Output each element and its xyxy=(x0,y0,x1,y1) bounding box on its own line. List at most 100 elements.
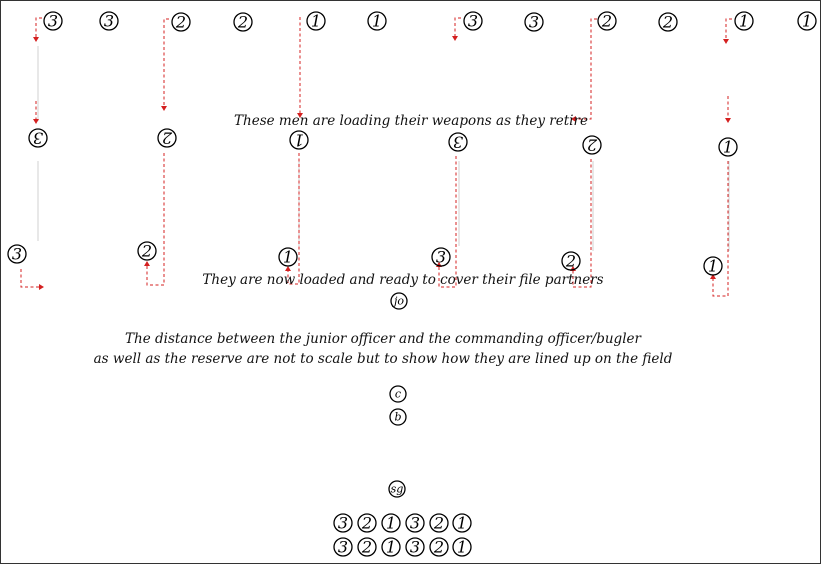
soldier-marker: 3 xyxy=(524,12,544,32)
soldier-number: 2 xyxy=(162,129,173,148)
soldier-number: 1 xyxy=(802,12,812,31)
arrowhead xyxy=(571,116,576,122)
soldier-number: 3 xyxy=(12,245,22,264)
retiring-men: 3 2 1 3 2 1 xyxy=(28,128,738,157)
movement-path xyxy=(572,159,592,288)
arrowhead xyxy=(297,113,303,118)
soldier-number: 3 xyxy=(104,12,114,31)
movement-path xyxy=(438,156,457,288)
guide-lines xyxy=(37,46,730,251)
soldier-number: 3 xyxy=(338,514,348,533)
arrowhead xyxy=(39,284,44,290)
soldier-number: 3 xyxy=(453,133,463,152)
sergeant-marker: sg xyxy=(388,480,406,498)
soldier-marker-retiring: 2 xyxy=(582,135,602,155)
soldier-marker: 1 xyxy=(306,11,326,31)
soldier-number: 1 xyxy=(283,248,293,267)
arrowhead xyxy=(285,266,291,271)
soldier-marker: 2 xyxy=(233,12,253,32)
junior-officer-marker: jo xyxy=(390,292,408,310)
soldier-marker: 1 xyxy=(452,513,472,533)
soldier-number: 2 xyxy=(662,13,673,32)
soldier-marker: 2 xyxy=(597,11,617,31)
movement-path xyxy=(146,153,165,286)
soldier-marker: 2 xyxy=(137,241,157,261)
movement-path xyxy=(20,269,39,288)
soldier-marker: 2 xyxy=(357,537,377,557)
arrowhead xyxy=(144,261,150,266)
soldier-marker: 1 xyxy=(718,137,738,157)
soldier-marker: 3 xyxy=(333,537,353,557)
soldier-number: 2 xyxy=(433,514,444,533)
soldier-marker: 1 xyxy=(734,11,754,31)
arrowhead xyxy=(723,39,729,44)
soldier-number: 3 xyxy=(410,538,420,557)
bugler-marker: b xyxy=(389,408,407,426)
soldier-marker: 3 xyxy=(333,513,353,533)
soldier-number: 3 xyxy=(410,514,420,533)
soldier-number: 2 xyxy=(587,136,598,155)
soldier-marker-retiring: 2 xyxy=(157,128,177,148)
soldier-marker: 1 xyxy=(367,11,387,31)
soldier-marker: 2 xyxy=(658,12,678,32)
soldier-marker: 3 xyxy=(405,513,425,533)
soldier-number: 3 xyxy=(33,129,43,148)
soldier-number: 1 xyxy=(294,131,304,150)
soldier-number: 2 xyxy=(433,538,444,557)
soldier-marker-retiring: 3 xyxy=(28,128,48,148)
movement-path xyxy=(725,18,732,39)
arrowhead xyxy=(33,37,39,42)
soldier-marker: 3 xyxy=(431,247,451,267)
movement-paths xyxy=(20,17,732,297)
movement-path xyxy=(454,17,461,36)
front-rank: 3 3 2 2 1 1 3 3 2 2 1 1 xyxy=(43,11,817,32)
soldier-number: 2 xyxy=(141,242,152,261)
soldier-marker: 2 xyxy=(429,513,449,533)
soldier-number: 1 xyxy=(457,514,467,533)
movement-path xyxy=(712,161,729,297)
soldier-marker: 1 xyxy=(452,537,472,557)
soldier-marker: 1 xyxy=(703,256,723,276)
sergeant-label: sg xyxy=(391,483,404,496)
soldier-number: 1 xyxy=(457,538,467,557)
soldier-number: 3 xyxy=(436,248,446,267)
reserve-row: 3 2 1 3 2 1 xyxy=(333,513,472,533)
soldier-marker-retiring: 1 xyxy=(289,130,309,150)
soldier-marker: 2 xyxy=(171,12,191,32)
soldier-number: 1 xyxy=(739,12,749,31)
movement-path xyxy=(287,153,300,285)
soldier-marker: 1 xyxy=(797,11,817,31)
movement-path xyxy=(163,18,169,106)
soldier-marker: 3 xyxy=(43,11,63,31)
soldier-marker: 1 xyxy=(381,513,401,533)
soldier-number: 2 xyxy=(175,13,186,32)
soldier-marker: 3 xyxy=(463,11,483,31)
soldier-number: 3 xyxy=(468,12,478,31)
soldier-marker: 3 xyxy=(7,244,27,264)
soldier-marker: 3 xyxy=(405,537,425,557)
soldier-number: 2 xyxy=(565,252,576,271)
bugler-label: b xyxy=(394,411,401,424)
commanding-officer-label: c xyxy=(395,388,401,401)
reserve-row: 3 2 1 3 2 1 xyxy=(333,537,472,557)
caption-loading: These men are loading their weapons as t… xyxy=(234,113,588,129)
soldier-marker: 2 xyxy=(561,251,581,271)
soldier-number: 3 xyxy=(529,13,539,32)
soldier-number: 3 xyxy=(338,538,348,557)
caption-distance-line2: as well as the reserve are not to scale … xyxy=(94,351,673,367)
junior-officer-label: jo xyxy=(391,295,404,308)
caption-distance-line1: The distance between the junior officer … xyxy=(125,331,642,347)
movement-path xyxy=(576,18,597,120)
soldier-marker: 1 xyxy=(278,247,298,267)
arrowhead xyxy=(725,118,731,123)
soldier-marker: 2 xyxy=(357,513,377,533)
soldier-marker: 3 xyxy=(99,11,119,31)
soldier-number: 3 xyxy=(48,12,58,31)
soldier-number: 2 xyxy=(361,514,372,533)
commanding-officer-marker: c xyxy=(389,385,407,403)
soldier-number: 1 xyxy=(386,538,396,557)
soldier-number: 1 xyxy=(723,138,733,157)
soldier-number: 2 xyxy=(601,12,612,31)
